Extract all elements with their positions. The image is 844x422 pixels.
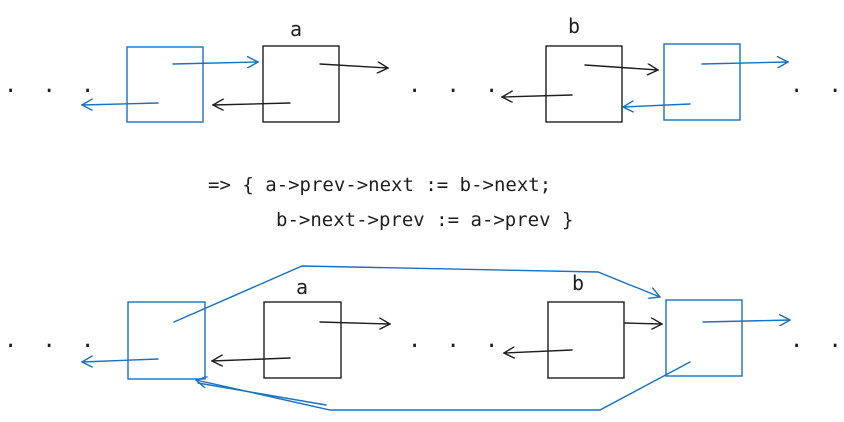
top-prev-node [126, 46, 204, 123]
top-next-prev-arrow [623, 104, 691, 107]
bottom-ellipsis-left: . . . [4, 328, 100, 353]
top-node-a-label: a [290, 17, 302, 41]
bottom-b-next-arrow [623, 323, 662, 324]
top-b-next-arrow [584, 65, 658, 70]
top-prev-prev-arrow [82, 103, 159, 105]
top-node-a [262, 45, 340, 123]
bottom-node-b-label: b [572, 271, 584, 295]
bottom-prev-prev-arrow [82, 359, 159, 362]
top-next-next-arrow [701, 62, 788, 64]
top-b-prev-arrow [502, 95, 573, 97]
top-ellipsis-right: . . . [790, 73, 844, 98]
top-node-b [545, 45, 623, 123]
top-a-prev-arrow [213, 103, 291, 105]
bottom-prev-node [127, 301, 206, 380]
top-ellipsis-middle: . . . [408, 73, 504, 98]
top-next-node [663, 43, 741, 121]
bottom-next-next-arrow [702, 320, 790, 322]
bottom-a-prev-arrow [212, 358, 291, 361]
operation-line-2: b->next->prev := a->prev } [276, 209, 573, 231]
bottom-ellipsis-middle: . . . [408, 328, 504, 353]
relinked-prev-next-arrow [173, 265, 660, 323]
bottom-next-node [665, 299, 743, 377]
top-node-b-label: b [568, 14, 580, 38]
top-a-next-arrow [319, 64, 388, 68]
operation-text: => { a->prev->next := b->next; b->next->… [208, 174, 573, 231]
bottom-ellipsis-right: . . . [790, 328, 844, 353]
bottom-node-b [547, 301, 625, 379]
bottom-a-next-arrow [319, 322, 390, 324]
bottom-row: . . . a . . . b . . . [4, 265, 844, 411]
relinked-next-prev-arrow [196, 361, 691, 411]
relinked-next-prev-sketch-stroke [197, 382, 327, 406]
top-prev-next-arrow [172, 62, 258, 64]
top-ellipsis-left: . . . [4, 73, 100, 98]
bottom-b-prev-arrow [504, 350, 573, 353]
operation-line-1: => { a->prev->next := b->next; [208, 174, 551, 196]
bottom-node-a-label: a [296, 275, 308, 299]
top-row: . . . a . . . b . . . [4, 14, 844, 123]
bottom-node-a [263, 301, 342, 379]
